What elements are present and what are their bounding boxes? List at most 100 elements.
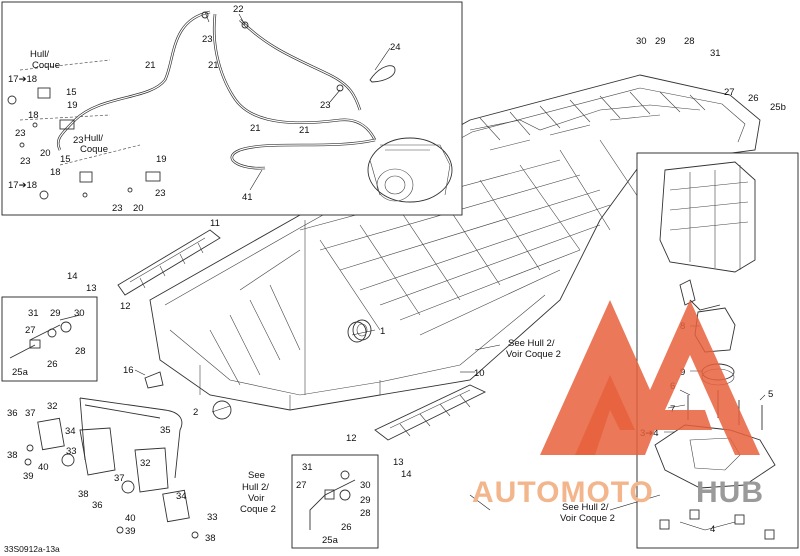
callout-29: 29 — [50, 308, 61, 319]
callout-39: 39 — [23, 471, 34, 482]
callout-18: 18 — [50, 167, 61, 178]
callout-7: 7 — [670, 404, 675, 415]
callout-25a: 25a — [322, 535, 339, 546]
callout-32: 32 — [140, 458, 151, 469]
callout-30: 30 — [360, 480, 371, 491]
callout-27: 27 — [724, 87, 735, 98]
callout-28: 28 — [75, 346, 86, 357]
callout-5: 5 — [768, 389, 773, 400]
callout-12: 12 — [346, 433, 357, 444]
callout-14: 14 — [67, 271, 78, 282]
callout-20: 20 — [40, 148, 51, 159]
callout-26: 26 — [748, 93, 759, 104]
callout-29: 29 — [655, 36, 666, 47]
grille-10 — [374, 384, 487, 441]
part-2 — [212, 400, 232, 420]
callout-18: 18 — [28, 110, 39, 121]
callout-4: 4 — [710, 524, 715, 535]
note-see-hull-2: Coque 2 — [240, 504, 276, 515]
callout-38: 38 — [7, 450, 18, 461]
callout-37: 37 — [114, 473, 125, 484]
callout-9: 9 — [680, 367, 685, 378]
callout-26: 26 — [341, 522, 352, 533]
callout-37: 37 — [25, 408, 36, 419]
note-see-hull-2: See Hull 2/ — [562, 502, 609, 513]
callout-17-18: 17➔18 — [8, 74, 37, 85]
callout-31: 31 — [710, 48, 721, 59]
callout-28: 28 — [360, 508, 371, 519]
callout-19: 19 — [156, 154, 167, 165]
callout-20: 20 — [133, 203, 144, 214]
vent-assembly — [24, 397, 199, 539]
callout-21: 21 — [208, 60, 219, 71]
note-see-hull-2: Voir Coque 2 — [560, 513, 615, 524]
callout-labels: 22 23 21 21 24 23 21 21 41 Hull/ Coque 1… — [4, 4, 786, 554]
pump-assembly — [367, 137, 453, 203]
callout-23: 23 — [73, 135, 84, 146]
callout-15: 15 — [66, 87, 77, 98]
grille-11 — [117, 229, 221, 296]
note-hull-coque: Hull/ — [84, 133, 103, 144]
callout-13: 13 — [86, 283, 97, 294]
callout-27: 27 — [296, 480, 307, 491]
callout-31: 31 — [302, 462, 313, 473]
callout-33: 33 — [66, 446, 77, 457]
callout-38: 38 — [78, 489, 89, 500]
callout-25b: 25b — [770, 102, 786, 113]
note-see-hull-2: Voir Coque 2 — [506, 349, 561, 360]
note-see-hull-2: See Hull 2/ — [508, 338, 555, 349]
note-see-hull-2: Hull 2/ — [242, 482, 269, 493]
callout-34: 34 — [176, 491, 187, 502]
callout-39: 39 — [125, 526, 136, 537]
callout-13: 13 — [393, 457, 404, 468]
note-hull-coque: Coque — [80, 144, 108, 155]
note-see-hull-2: See — [248, 470, 265, 481]
leader-lines — [134, 11, 766, 531]
note-hull-coque: Hull/ — [30, 49, 49, 60]
callout-33: 33 — [207, 512, 218, 523]
callout-23: 23 — [112, 203, 123, 214]
callout-10: 10 — [474, 368, 485, 379]
callout-14: 14 — [401, 469, 412, 480]
callout-31: 31 — [28, 308, 39, 319]
callout-16: 16 — [123, 365, 134, 376]
callout-25a: 25a — [12, 367, 29, 378]
callout-23: 23 — [15, 128, 26, 139]
callout-21: 21 — [299, 125, 310, 136]
hose-inset — [1, 1, 463, 216]
callout-28: 28 — [684, 36, 695, 47]
part-16 — [144, 371, 164, 389]
diagram-code: 33S0912a-13a — [4, 544, 60, 554]
callout-38: 38 — [205, 533, 216, 544]
part-1-ring — [347, 319, 372, 343]
callout-29: 29 — [360, 495, 371, 506]
callout-15: 15 — [60, 154, 71, 165]
callout-36: 36 — [92, 500, 103, 511]
callout-24: 24 — [390, 42, 401, 53]
callout-1: 1 — [380, 326, 385, 337]
callout-40: 40 — [125, 513, 136, 524]
callout-2: 2 — [193, 407, 198, 418]
callout-26: 26 — [47, 359, 58, 370]
watermark: AUTOMOTO HUB — [472, 300, 764, 509]
callout-22: 22 — [233, 4, 244, 15]
fitting-inset-left — [1, 296, 98, 382]
callout-23: 23 — [155, 188, 166, 199]
electrical-inset — [636, 152, 799, 549]
callout-19: 19 — [67, 100, 78, 111]
callout-36: 36 — [7, 408, 18, 419]
hull-drawing — [149, 74, 761, 411]
callout-12: 12 — [120, 301, 131, 312]
note-hull-coque: Coque — [32, 60, 60, 71]
watermark-brand: AUTOMOTO — [472, 476, 654, 509]
watermark-brand: HUB — [696, 476, 764, 509]
callout-23: 23 — [202, 34, 213, 45]
callout-35: 35 — [160, 425, 171, 436]
callout-40: 40 — [38, 462, 49, 473]
callout-34: 34 — [65, 426, 76, 437]
callout-17-18: 17➔18 — [8, 180, 37, 191]
callout-23: 23 — [320, 100, 331, 111]
callout-32: 32 — [47, 401, 58, 412]
callout-21: 21 — [250, 123, 261, 134]
